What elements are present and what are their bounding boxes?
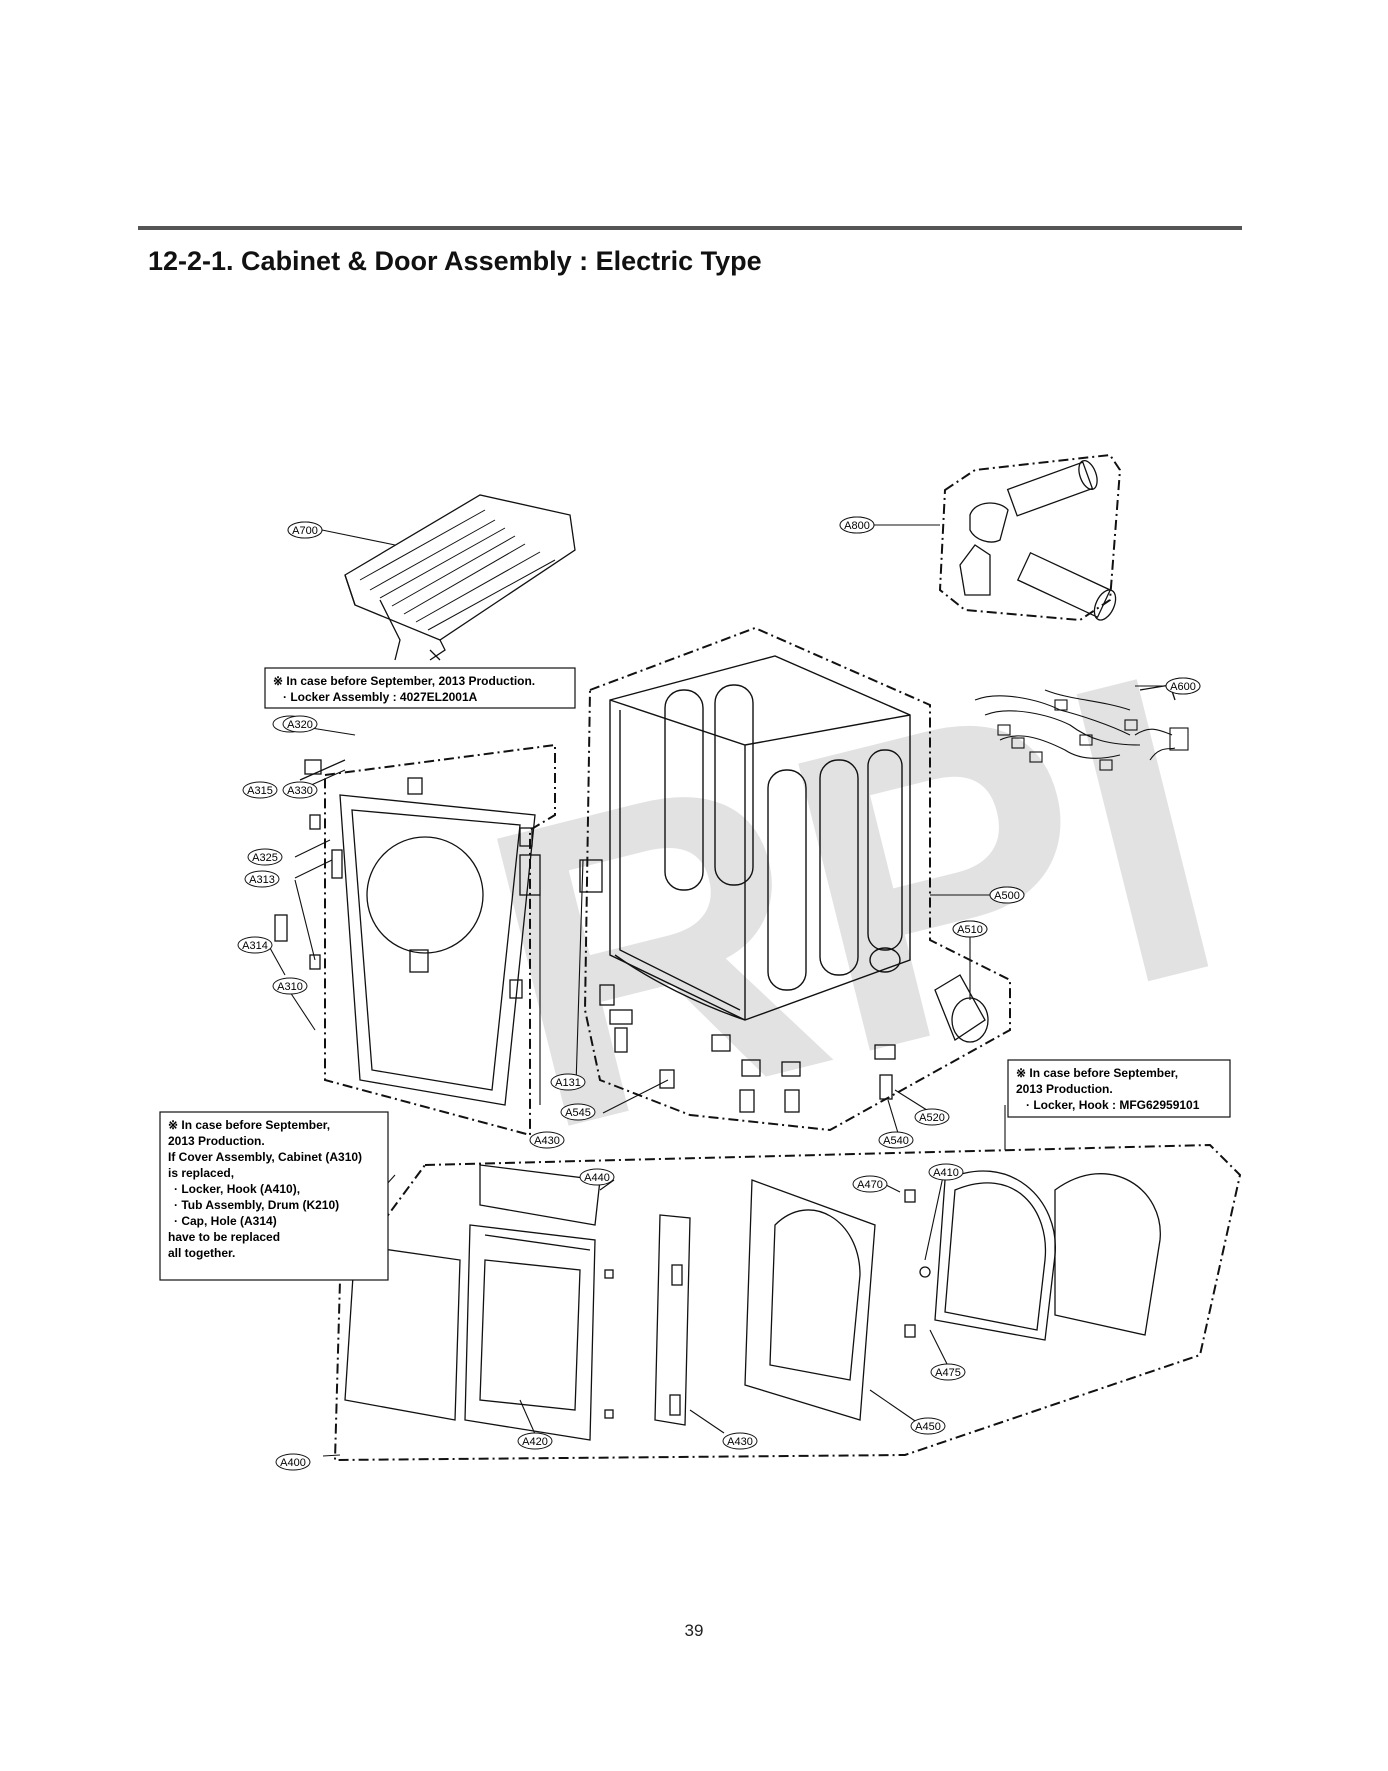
callout-a314: A314	[237, 936, 273, 954]
callout-a400: A400	[275, 1453, 311, 1471]
svg-text:A310: A310	[277, 981, 303, 993]
callout-a420: A420	[517, 1432, 553, 1450]
callout-a430: A430	[529, 1131, 565, 1149]
callout-a475: A475	[930, 1363, 966, 1381]
note-locker-assembly: ※ In case before September, 2013 Product…	[264, 667, 576, 709]
page-number: 39	[684, 1621, 704, 1640]
svg-text:is replaced,: is replaced,	[168, 1166, 234, 1180]
svg-text:A313: A313	[249, 874, 275, 886]
callout-a315: A315	[242, 781, 278, 799]
svg-text:A510: A510	[957, 924, 983, 936]
exhaust-duct-kit-part	[959, 459, 1117, 621]
svg-text:A545: A545	[565, 1107, 591, 1119]
door-assembly-part	[344, 1164, 1161, 1441]
svg-text:If Cover Assembly, Cabinet (A3: If Cover Assembly, Cabinet (A310)	[168, 1150, 362, 1164]
svg-text:A400: A400	[280, 1457, 306, 1469]
svg-text:A800: A800	[844, 520, 870, 532]
wiring-harness-part	[974, 689, 1189, 771]
callout-a430b: A430	[722, 1432, 758, 1450]
svg-text:· Cap, Hole (A314): · Cap, Hole (A314)	[174, 1214, 277, 1228]
callout-a545: A545	[560, 1103, 596, 1121]
svg-text:A700: A700	[292, 525, 318, 537]
svg-text:A430: A430	[727, 1436, 753, 1448]
svg-text:※ In case before September,: ※ In case before September,	[1016, 1066, 1178, 1080]
svg-text:· Locker Assembly : 4027EL2001: · Locker Assembly : 4027EL2001A	[283, 690, 478, 704]
note-locker-hook: ※ In case before September, 2013 Product…	[1007, 1059, 1231, 1118]
leveling-feet-part	[599, 984, 896, 1113]
callout-a330: A330	[282, 781, 318, 799]
svg-text:A520: A520	[919, 1112, 945, 1124]
callout-a320: A320	[282, 715, 318, 733]
svg-text:A600: A600	[1170, 681, 1196, 693]
svg-text:A330: A330	[287, 785, 313, 797]
svg-text:※ In case before September, 20: ※ In case before September, 2013 Product…	[273, 674, 535, 688]
callouts-layer: A700 A800 A600 A500 A510 A320 A315 A330 …	[237, 516, 1201, 1471]
svg-text:A420: A420	[522, 1436, 548, 1448]
svg-text:A131: A131	[555, 1077, 581, 1089]
svg-text:all together.: all together.	[168, 1246, 235, 1260]
svg-text:· Locker, Hook : MFG62959101: · Locker, Hook : MFG62959101	[1026, 1098, 1200, 1112]
callout-a313: A313	[244, 870, 280, 888]
cabinet-cover-part	[274, 759, 603, 1106]
svg-text:A475: A475	[935, 1367, 961, 1379]
callout-a520: A520	[914, 1108, 950, 1126]
callout-a470: A470	[852, 1175, 888, 1193]
callout-a410: A410	[928, 1163, 964, 1181]
callout-a500: A500	[989, 886, 1025, 904]
svg-text:A315: A315	[247, 785, 273, 797]
callout-a510: A510	[952, 920, 988, 938]
callout-a325: A325	[247, 848, 283, 866]
svg-text:2013 Production.: 2013 Production.	[168, 1134, 265, 1148]
callout-a310: A310	[272, 977, 308, 995]
callout-a131: A131	[550, 1073, 586, 1091]
callout-a600: A600	[1165, 677, 1201, 695]
svg-text:A540: A540	[883, 1135, 909, 1147]
svg-text:※ In case before September,: ※ In case before September,	[168, 1118, 330, 1132]
svg-text:A325: A325	[252, 852, 278, 864]
svg-text:A440: A440	[584, 1172, 610, 1184]
svg-text:A314: A314	[242, 940, 268, 952]
header-rule	[138, 226, 1242, 230]
svg-text:A410: A410	[933, 1167, 959, 1179]
svg-text:· Tub Assembly, Drum (K210): · Tub Assembly, Drum (K210)	[174, 1198, 339, 1212]
drying-rack-part	[344, 494, 576, 661]
svg-text:· Locker, Hook (A410),: · Locker, Hook (A410),	[174, 1182, 300, 1196]
svg-text:A320: A320	[287, 719, 313, 731]
callout-a800: A800	[839, 516, 875, 534]
note-cover-cabinet: ※ In case before September, 2013 Product…	[159, 1111, 389, 1281]
callout-a450: A450	[910, 1417, 946, 1435]
callout-a700: A700	[287, 521, 323, 539]
svg-text:A450: A450	[915, 1421, 941, 1433]
svg-text:2013 Production.: 2013 Production.	[1016, 1082, 1113, 1096]
page-title: 12-2-1. Cabinet & Door Assembly : Electr…	[148, 246, 762, 276]
svg-text:A500: A500	[994, 890, 1020, 902]
callout-a440: A440	[579, 1168, 615, 1186]
cabinet-body-part	[609, 655, 911, 1021]
callout-a540: A540	[878, 1131, 914, 1149]
svg-text:A430: A430	[534, 1135, 560, 1147]
svg-text:A470: A470	[857, 1179, 883, 1191]
svg-text:have to be replaced: have to be replaced	[168, 1230, 280, 1244]
